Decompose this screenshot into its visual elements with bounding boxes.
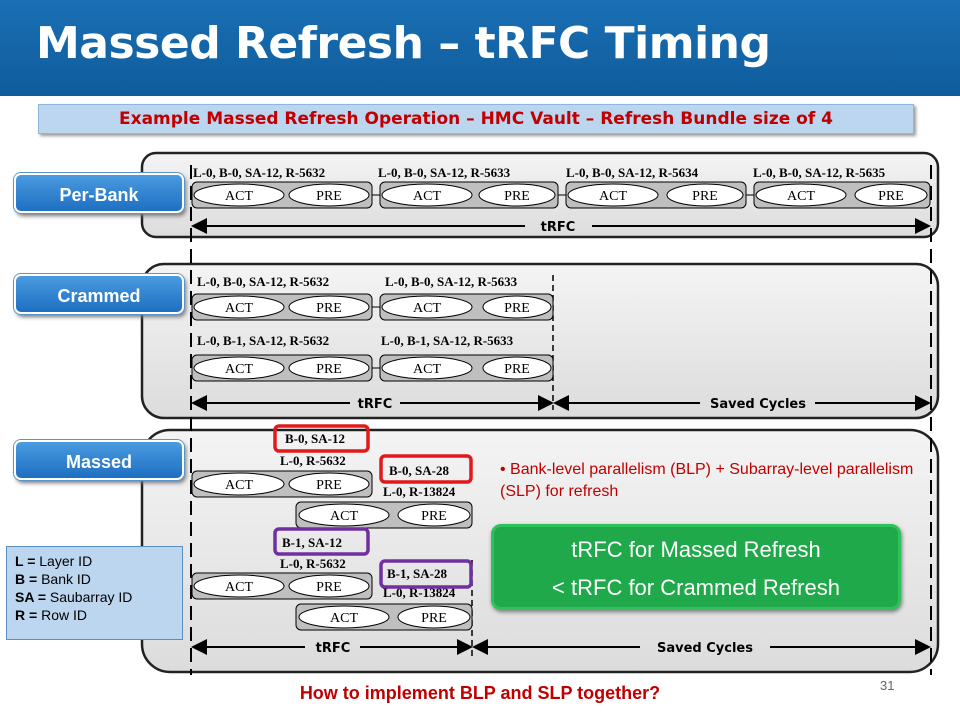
conclusion-line-2: < tRFC for Crammed Refresh (552, 575, 840, 600)
op-act: ACT (225, 189, 253, 204)
op-act: ACT (787, 189, 815, 204)
legend-row: R = Row ID (15, 607, 87, 623)
question-text: How to implement BLP and SLP together? (299, 683, 661, 703)
page-title: Massed Refresh – tRFC Timing (36, 18, 771, 69)
section-crammed: Crammed (14, 274, 184, 314)
op-act: ACT (225, 478, 253, 493)
trfc-label: tRFC (316, 641, 351, 656)
op-act: ACT (225, 301, 253, 316)
legend: L = Layer ID B = Bank ID SA = Saubarray … (6, 546, 183, 640)
op-act: ACT (225, 580, 253, 595)
op-pre: PRE (504, 189, 530, 204)
row-label: L-0, B-1, SA-12, R-5633 (381, 333, 514, 348)
subtitle-box: Example Massed Refresh Operation – HMC V… (38, 104, 914, 134)
row-label: L-0, B-0, SA-12, R-5632 (193, 165, 325, 180)
op-pre: PRE (421, 611, 447, 626)
massed-label: B-0, SA-12 (285, 431, 345, 446)
bullet-icon: • (500, 461, 511, 478)
section-massed: Massed (14, 440, 184, 480)
op-pre: PRE (316, 362, 342, 377)
conclusion-box: tRFC for Massed Refresh < tRFC for Cramm… (491, 524, 901, 610)
op-pre: PRE (316, 580, 342, 595)
bullet-text: • Bank-level parallelism (BLP) + Subarra… (500, 459, 930, 503)
section-per-bank: Per-Bank (14, 173, 184, 213)
row-label: L-0, B-0, SA-12, R-5633 (385, 274, 518, 289)
page-number: 31 (880, 678, 895, 693)
op-act: ACT (599, 189, 627, 204)
op-pre: PRE (692, 189, 718, 204)
op-pre: PRE (316, 189, 342, 204)
massed-label: L-0, R-5632 (280, 453, 346, 468)
op-pre: PRE (316, 478, 342, 493)
massed-label: B-1, SA-12 (282, 535, 342, 550)
conclusion-line-1: tRFC for Massed Refresh (571, 537, 821, 562)
row-label: L-0, B-1, SA-12, R-5632 (197, 333, 329, 348)
title-bar: Massed Refresh – tRFC Timing (0, 0, 960, 96)
op-act: ACT (330, 611, 358, 626)
bullet-content: Bank-level parallelism (BLP) + Subarray-… (500, 461, 914, 500)
row-label: L-0, B-0, SA-12, R-5633 (378, 165, 511, 180)
massed-label: L-0, R-5632 (280, 556, 346, 571)
massed-label: B-1, SA-28 (387, 566, 447, 581)
subtitle: Example Massed Refresh Operation – HMC V… (118, 109, 834, 129)
saved-cycles-label: Saved Cycles (710, 397, 806, 412)
trfc-label: tRFC (541, 220, 576, 235)
op-act: ACT (225, 362, 253, 377)
op-act: ACT (413, 301, 441, 316)
op-pre: PRE (316, 301, 342, 316)
legend-row: L = Layer ID (15, 553, 93, 569)
op-pre: PRE (504, 362, 530, 377)
trfc-label: tRFC (358, 397, 393, 412)
row-label: L-0, B-0, SA-12, R-5632 (197, 274, 329, 289)
op-act: ACT (413, 362, 441, 377)
op-pre: PRE (878, 189, 904, 204)
legend-row: B = Bank ID (15, 571, 91, 587)
op-act: ACT (330, 509, 358, 524)
saved-cycles-label: Saved Cycles (657, 641, 753, 656)
massed-label: L-0, R-13824 (383, 484, 456, 499)
massed-label: B-0, SA-28 (389, 463, 449, 478)
op-pre: PRE (504, 301, 530, 316)
op-pre: PRE (421, 509, 447, 524)
row-label: L-0, B-0, SA-12, R-5635 (753, 165, 886, 180)
legend-row: SA = Saubarray ID (15, 589, 133, 605)
op-act: ACT (413, 189, 441, 204)
row-label: L-0, B-0, SA-12, R-5634 (566, 165, 699, 180)
